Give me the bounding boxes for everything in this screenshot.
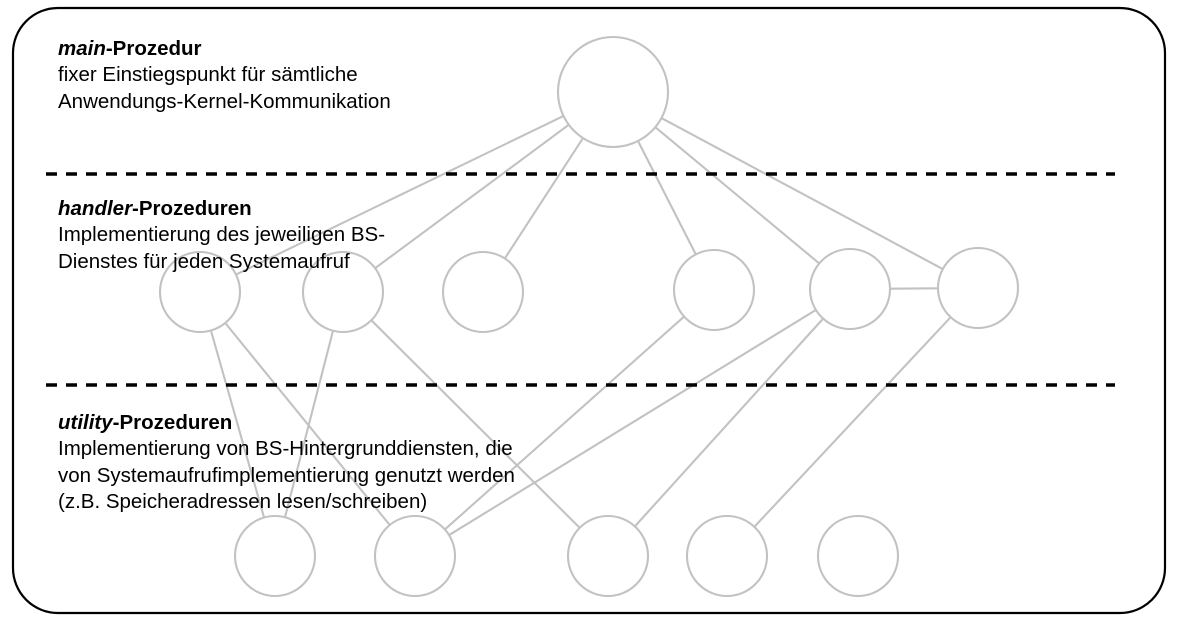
node-handler-4 <box>808 247 892 331</box>
edge-handler-5-to-utility-3 <box>753 316 952 528</box>
node-handler-5 <box>936 246 1020 330</box>
edge-main-0-to-handler-0 <box>235 115 564 276</box>
caption-handler-suffix: -Prozeduren <box>132 197 252 220</box>
caption-utility: utility-Prozeduren Implementierung von B… <box>58 410 515 516</box>
edge-handler-1-to-utility-2 <box>370 319 581 529</box>
node-utility-1 <box>373 514 457 598</box>
node-handler-3 <box>672 248 756 332</box>
edge-handler-0-to-utility-1 <box>224 322 391 526</box>
caption-handler: handler-Prozeduren Implementierung des j… <box>58 196 385 275</box>
edge-handler-1-to-utility-0 <box>283 330 335 518</box>
caption-main-suffix: -Prozedur <box>105 37 202 60</box>
edges-group <box>209 115 952 536</box>
caption-main-keyword: main <box>58 37 106 60</box>
edge-main-0-to-handler-1 <box>374 123 570 270</box>
node-handler-0 <box>158 250 242 334</box>
caption-handler-keyword: handler <box>58 197 133 220</box>
caption-handler-title: handler-Prozeduren <box>58 196 385 222</box>
edge-main-0-to-handler-4 <box>654 126 820 265</box>
node-utility-2 <box>566 514 650 598</box>
caption-utility-description: Implementierung von BS-Hintergrunddienst… <box>58 437 515 513</box>
node-handler-2 <box>441 250 525 334</box>
edge-handler-4-to-utility-1 <box>448 309 817 536</box>
caption-handler-description: Implementierung des jeweiligen BS- Diens… <box>58 223 386 273</box>
caption-main-description: fixer Einstiegspunkt für sämtliche Anwen… <box>58 63 391 113</box>
caption-utility-title: utility-Prozeduren <box>58 410 515 436</box>
node-main-0 <box>556 35 670 149</box>
node-utility-0 <box>233 514 317 598</box>
node-utility-3 <box>685 514 769 598</box>
edge-handler-3-to-utility-1 <box>444 315 685 531</box>
dividers-group <box>46 172 1115 387</box>
node-utility-4 <box>816 514 900 598</box>
node-handler-1 <box>301 250 385 334</box>
caption-utility-keyword: utility <box>58 411 113 434</box>
edge-main-0-to-handler-5 <box>660 117 944 271</box>
caption-main-title: main-Prozedur <box>58 36 391 62</box>
caption-utility-suffix: -Prozeduren <box>112 411 233 434</box>
edge-main-0-to-handler-3 <box>637 140 697 255</box>
nodes-group <box>158 35 1020 598</box>
edge-handler-4-to-utility-2 <box>634 317 824 528</box>
edge-main-0-to-handler-2 <box>503 137 584 260</box>
caption-main: main-Prozedur fixer Einstiegspunkt für s… <box>58 36 391 115</box>
edge-handler-0-to-utility-0 <box>209 330 266 518</box>
diagram-frame <box>11 6 1167 615</box>
